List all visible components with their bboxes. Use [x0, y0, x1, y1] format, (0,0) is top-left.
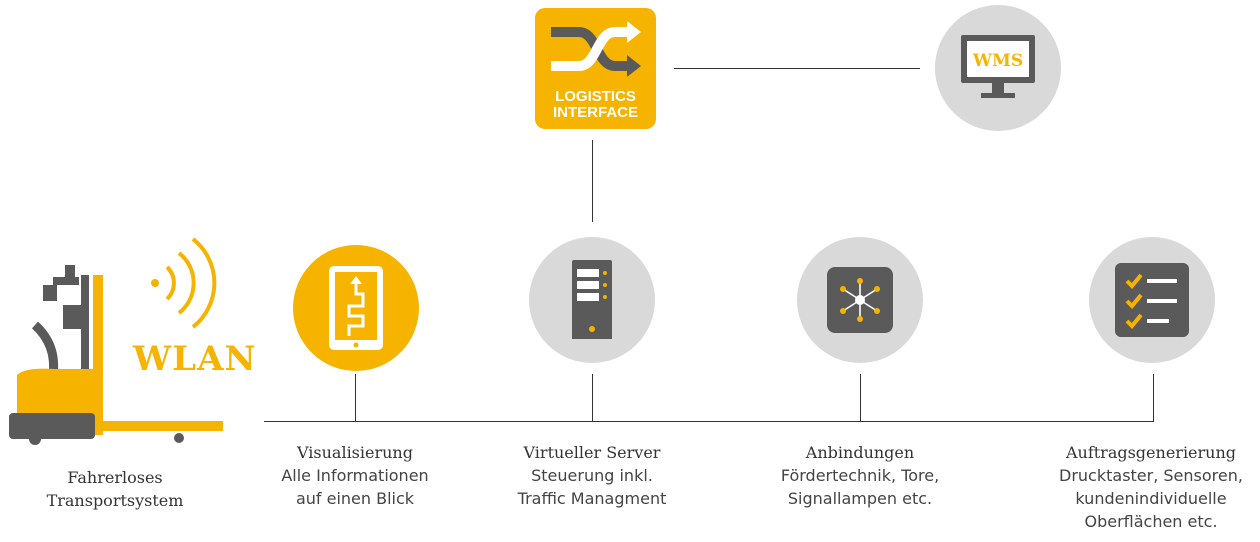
- caption-sub1: Alle Informationen: [281, 466, 429, 485]
- main-bus-line: [264, 421, 1154, 422]
- caption-sub1: Transportsystem: [46, 491, 184, 510]
- caption-title: Virtueller Server: [523, 443, 661, 462]
- visualisierung-circle: [293, 245, 419, 371]
- caption-sub2: Traffic Managment: [517, 489, 667, 508]
- caption-sub1: Steuerung inkl.: [531, 466, 653, 485]
- logistics-label-line2: INTERFACE: [552, 104, 638, 121]
- caption-sub1: Drucktaster, Sensoren,: [1059, 466, 1243, 485]
- caption-title: Auftragsgenerierung: [1065, 443, 1237, 462]
- caption-anbindungen: Anbindungen Fördertechnik, Tore, Signall…: [755, 441, 965, 510]
- caption-title: Visualisierung: [297, 443, 413, 462]
- connector-bus-visualisierung: [355, 374, 356, 421]
- logistics-label-line1: LOGISTICS: [555, 88, 636, 105]
- caption-title: Fahrerloses: [67, 468, 163, 487]
- auftrag-circle: [1089, 237, 1215, 363]
- caption-title: Anbindungen: [805, 443, 915, 462]
- connector-li-to-wms: [674, 68, 920, 69]
- tablet-route-icon: [329, 266, 383, 350]
- wifi-waves-icon: [151, 237, 217, 329]
- caption-sub2: auf einen Blick: [295, 489, 415, 508]
- caption-sub2: kundenindividuelle: [1075, 489, 1227, 508]
- server-tower-icon: [572, 260, 612, 344]
- logistics-interface-box: LOGISTICS INTERFACE: [535, 8, 656, 129]
- monitor-icon: WMS: [961, 35, 1035, 98]
- caption-fahrerloses: Fahrerloses Transportsystem: [10, 466, 220, 512]
- caption-visualisierung: Visualisierung Alle Informationen auf ei…: [250, 441, 460, 510]
- caption-sub3: Oberflächen etc.: [1084, 512, 1218, 531]
- connector-bus-server: [592, 374, 593, 421]
- server-circle: [529, 237, 655, 363]
- caption-sub2: Signallampen etc.: [787, 489, 933, 508]
- crossing-arrows-icon: [551, 21, 641, 77]
- caption-sub1: Fördertechnik, Tore,: [780, 466, 940, 485]
- anbindungen-circle: [797, 237, 923, 363]
- wms-label: WMS: [972, 51, 1023, 71]
- forklift-robot-icon: [9, 265, 223, 445]
- caption-server: Virtueller Server Steuerung inkl. Traffi…: [487, 441, 697, 510]
- caption-auftrag: Auftragsgenerierung Drucktaster, Sensore…: [1046, 441, 1256, 533]
- connector-li-to-server: [592, 140, 593, 222]
- connector-bus-anbindungen: [860, 374, 861, 421]
- wlan-label: WLAN: [133, 339, 257, 379]
- connector-bus-auftrag: [1153, 374, 1154, 421]
- wms-circle: WMS: [935, 5, 1061, 131]
- checklist-icon: [1115, 263, 1189, 337]
- network-hub-icon: [827, 267, 893, 333]
